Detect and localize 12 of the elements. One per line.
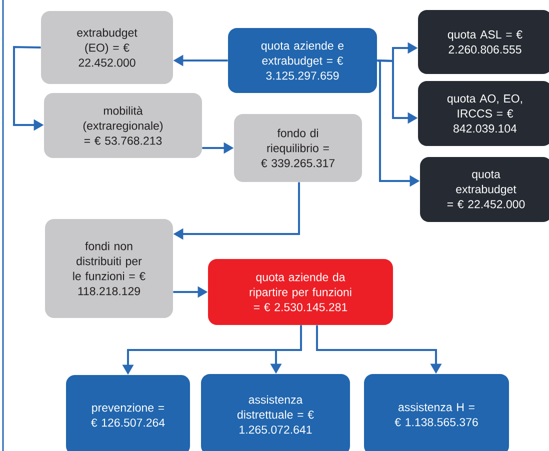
budget-box: quota ASL = € 2.260.806.555 [418,10,549,74]
budget-box: extrabudget (EO) = € 22.452.000 [41,11,173,84]
budget-box: fondo di riequilibrio = € 339.265.317 [234,114,362,182]
budget-box: quota aziende da ripartire per funzioni = € 2.530.145.281 [208,259,393,325]
budget-box: prevenzione = € 126.507.264 [66,375,190,451]
budget-box: fondi non distribuiti per le funzioni = € 118.218.129 [45,219,173,318]
budget-box: assistenza distrettuale = € 1.265.072.641 [201,374,350,451]
budget-box: quota AO, EO, IRCCS = € 842.039.104 [418,81,549,146]
budget-box: quota aziende e extrabudget = € 3.125.297.659 [228,28,377,93]
budget-box: mobilità (extraregionale) = € 53.768.213 [44,93,202,158]
budget-box: quota extrabudget = € 22.452.000 [420,157,549,222]
budget-box: assistenza H = € 1.138.565.376 [364,374,509,451]
